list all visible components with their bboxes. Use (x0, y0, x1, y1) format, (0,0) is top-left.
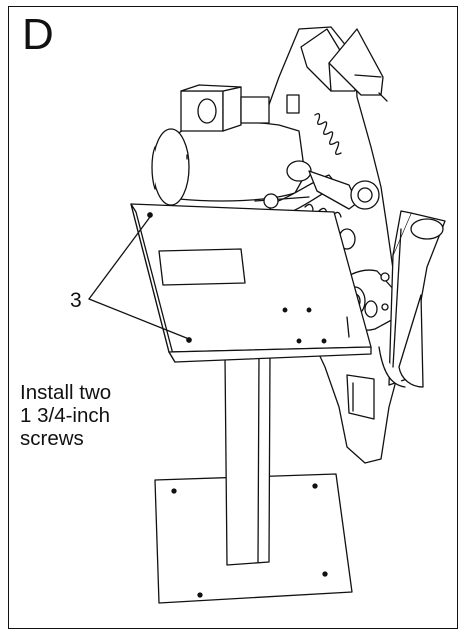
instruction-line: screws (20, 427, 84, 450)
stand-column (224, 353, 271, 566)
callout-leader-lines (88, 216, 190, 340)
callout-number: 3 (70, 289, 82, 312)
motor (151, 84, 306, 206)
tension-arm (254, 160, 380, 250)
step-letter: D (22, 10, 54, 59)
belt-grinder-assembly-illustration (88, 26, 446, 604)
instruction-panel: D 3 Install two 1 3/4-inch screws (8, 6, 458, 629)
instruction-line: Install two (20, 381, 112, 404)
instruction-line: 1 3/4-inch (20, 404, 111, 427)
belt-idler-assembly (378, 210, 446, 388)
work-table (130, 203, 372, 363)
top-bracket (300, 28, 388, 102)
instruction-text: Install two 1 3/4-inch screws (20, 381, 160, 450)
